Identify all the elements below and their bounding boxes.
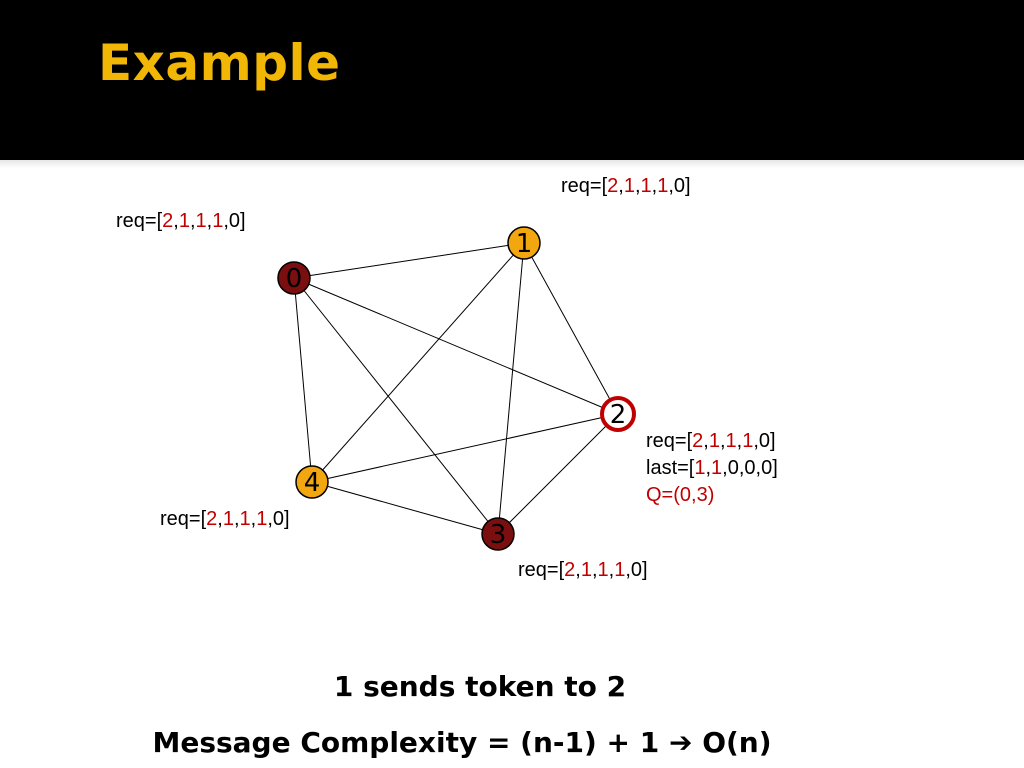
title-divider xyxy=(0,160,1024,168)
req-value: 1 xyxy=(256,508,268,530)
edge-3-4 xyxy=(311,481,499,535)
last-prefix: last=[ xyxy=(646,457,695,479)
node-2-queue-line: Q=(0,3) xyxy=(646,484,715,506)
node-2-req-line: req=[2,1,1,1,0] xyxy=(646,428,778,455)
req-value: 1 xyxy=(178,210,190,232)
title-bar: Example xyxy=(0,0,1024,160)
node-2-label: 2 xyxy=(610,400,627,430)
caption-message-complexity: Message Complexity = (n-1) + 1 ➔ O(n) xyxy=(152,726,772,759)
slide-title: Example xyxy=(98,34,341,92)
req-sep: , xyxy=(618,175,624,197)
edge-1-2 xyxy=(523,242,619,415)
node-1: 1 xyxy=(507,226,541,260)
req-value: 1 xyxy=(623,175,635,197)
edge-0-3 xyxy=(293,277,499,535)
req-value: 1 xyxy=(725,430,737,452)
req-value: 2 xyxy=(206,508,218,530)
req-sep: , xyxy=(189,210,196,232)
edge-0-4 xyxy=(293,277,313,483)
caption-token-action: 1 sends token to 2 xyxy=(333,670,627,703)
req-value: 1 xyxy=(597,559,609,581)
node-1-req-annotation: req=[2,1,1,1,0] xyxy=(561,173,691,200)
req-value: 2 xyxy=(162,210,174,232)
node-1-circle xyxy=(507,226,541,260)
req-value: 1 xyxy=(580,559,592,581)
edge-2-4 xyxy=(311,413,619,483)
req-value: 2 xyxy=(564,559,576,581)
node-3-circle xyxy=(481,517,515,551)
node-1-label: 1 xyxy=(516,229,533,259)
req-sep: , xyxy=(651,175,658,197)
node-2-state-annotation: req=[2,1,1,1,0] last=[1,1,0,0,0] Q=(0,3) xyxy=(646,428,778,509)
req-value: 1 xyxy=(195,210,207,232)
node-2-last-line: last=[1,1,0,0,0] xyxy=(646,455,778,482)
last-value: 1 xyxy=(711,457,723,479)
req-sep: , xyxy=(233,508,240,530)
edge-0-2 xyxy=(293,277,619,415)
req-prefix: req=[ xyxy=(518,559,565,581)
req-value: 2 xyxy=(692,430,704,452)
req-tail: ,0] xyxy=(267,508,290,530)
last-tail: ,0,0,0] xyxy=(722,457,778,479)
req-prefix: req=[ xyxy=(561,175,608,197)
req-tail: ,0] xyxy=(223,210,246,232)
node-4-label: 4 xyxy=(304,468,321,498)
req-value: 1 xyxy=(212,210,224,232)
req-value: 1 xyxy=(657,175,669,197)
req-sep: , xyxy=(703,430,709,452)
req-sep: , xyxy=(634,175,641,197)
node-2-circle xyxy=(600,396,636,432)
node-0: 0 xyxy=(277,261,311,295)
req-sep: , xyxy=(608,559,615,581)
node-4-circle xyxy=(295,465,329,499)
req-prefix: req=[ xyxy=(646,430,693,452)
graph-edges xyxy=(293,242,619,535)
last-sep: , xyxy=(705,457,712,479)
node-0-label: 0 xyxy=(286,264,303,294)
req-sep: , xyxy=(736,430,743,452)
req-sep: , xyxy=(173,210,179,232)
req-value: 1 xyxy=(742,430,754,452)
edge-0-1 xyxy=(293,242,525,279)
node-4: 4 xyxy=(295,465,329,499)
node-2: 2 xyxy=(600,396,636,432)
req-value: 1 xyxy=(640,175,652,197)
req-value: 1 xyxy=(708,430,720,452)
node-0-req-annotation: req=[2,1,1,1,0] xyxy=(116,208,246,235)
req-tail: ,0] xyxy=(625,559,648,581)
graph-nodes: 0 1 2 3 4 xyxy=(277,226,636,551)
node-3-req-annotation: req=[2,1,1,1,0] xyxy=(518,557,648,584)
req-tail: ,0] xyxy=(668,175,691,197)
node-3: 3 xyxy=(481,517,515,551)
edge-1-3 xyxy=(497,242,525,535)
edge-2-3 xyxy=(497,413,619,535)
node-4-req-annotation: req=[2,1,1,1,0] xyxy=(160,506,290,533)
req-value: 1 xyxy=(614,559,626,581)
node-0-circle xyxy=(277,261,311,295)
req-sep: , xyxy=(250,508,257,530)
req-prefix: req=[ xyxy=(116,210,163,232)
req-value: 1 xyxy=(222,508,234,530)
edge-1-4 xyxy=(311,242,525,483)
req-tail: ,0] xyxy=(753,430,776,452)
req-sep: , xyxy=(217,508,223,530)
req-value: 1 xyxy=(239,508,251,530)
req-sep: , xyxy=(719,430,726,452)
req-sep: , xyxy=(575,559,581,581)
req-sep: , xyxy=(591,559,598,581)
req-prefix: req=[ xyxy=(160,508,207,530)
req-value: 2 xyxy=(607,175,619,197)
node-3-label: 3 xyxy=(490,520,507,550)
req-sep: , xyxy=(206,210,213,232)
last-value: 1 xyxy=(694,457,706,479)
